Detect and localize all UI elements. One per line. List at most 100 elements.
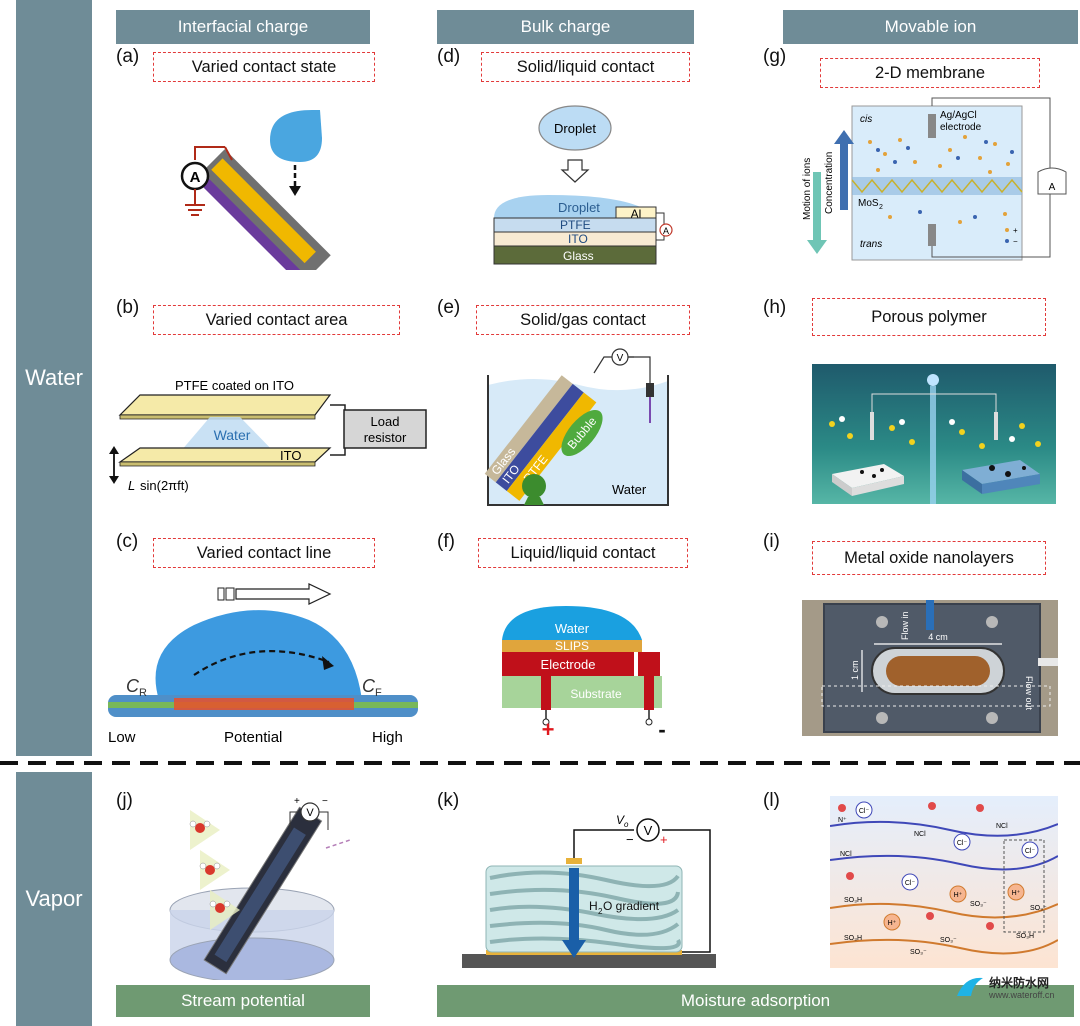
motion-function: sin(2πft) (140, 478, 189, 493)
water-label: Water (555, 621, 590, 636)
panel-label-g: (g) (763, 46, 787, 67)
low-label: Low (108, 729, 136, 746)
minus-label: − (626, 832, 634, 847)
header-interfacial-charge: Interfacial charge (116, 10, 370, 44)
panel-label-b: (b) (116, 297, 140, 318)
ito-label: ITO (280, 448, 301, 463)
cis-label: cis (860, 114, 872, 125)
plus-label: + (660, 832, 668, 847)
moving-droplet (155, 610, 362, 700)
load-label-1: Load (371, 414, 400, 429)
cr-label: C (126, 676, 140, 696)
panel-label-a: (a) (116, 46, 140, 67)
height-label: 1 cm (850, 660, 860, 680)
water-layer (502, 606, 642, 640)
header-label: Interfacial charge (177, 17, 309, 36)
figure-e-solid-gas: Glass ITO PTFE Bubble Water V (484, 348, 669, 506)
ammeter-label: A (190, 169, 201, 186)
voltmeter-label: V (306, 807, 314, 819)
arrow-down-icon (562, 940, 586, 958)
figure-a-droplet-contact: A (180, 110, 331, 270)
panel-label-i: (i) (763, 531, 780, 552)
figure-h-porous-polymer (812, 364, 1056, 504)
minus-label: - (658, 717, 665, 740)
slips-label: SLIPS (555, 639, 589, 653)
ammeter-label: A (1049, 182, 1056, 193)
figure-d-solid-liquid: Droplet Droplet Al PTFE ITO Glass A (493, 105, 673, 265)
h-ion-3: H⁺ (1012, 890, 1021, 897)
voltmeter-label: V (644, 823, 653, 838)
ncl-label: NCl (914, 831, 926, 838)
load-resistor (343, 409, 427, 449)
arrow-down-icon (109, 476, 119, 484)
cf-sub: F (375, 687, 382, 699)
vo-sub: o (624, 820, 629, 829)
so3-label: SO₃⁻ (970, 901, 987, 908)
header-bulk-charge: Bulk charge (437, 10, 694, 44)
header-movable-ion: Movable ion (783, 10, 1078, 44)
figure-l-ion-layers: Cl⁻ Cl⁻ Cl⁻ Cl⁻ N⁺ NCl NCl NCl H⁺ H⁺ H⁺ … (830, 796, 1058, 968)
panel-label-h: (h) (763, 297, 787, 318)
so3h-label: SO₃H (844, 897, 862, 904)
plus-legend: + (1013, 226, 1018, 235)
vo-label: V (616, 813, 625, 827)
figure-g-2d-membrane: cis trans Ag/AgCl electrode MoS 2 + − A … (802, 97, 1067, 261)
section-divider (0, 761, 1080, 765)
panel-title-c: Varied contact line (153, 538, 375, 568)
bulb-icon (927, 374, 939, 386)
fiber-block (485, 865, 683, 953)
plus-label: + (294, 796, 300, 807)
arrow-right-icon (235, 583, 332, 605)
sidebar-water-label: Water (25, 365, 83, 390)
width-label: 4 cm (928, 632, 948, 642)
ammeter-icon (659, 223, 673, 237)
ammeter-label: A (663, 226, 669, 236)
trans-label: trans (860, 239, 882, 250)
load-label-2: resistor (364, 430, 407, 445)
voltmeter-icon (636, 818, 660, 842)
minus-label: − (322, 796, 328, 807)
ptfe-label: PTFE (560, 218, 591, 232)
so3-label-3: SO₃⁻ (910, 949, 927, 956)
gradient-label-rest: O gradient (603, 899, 660, 913)
flow-out-label: Flow out (1024, 676, 1034, 711)
arrow-down-icon (289, 186, 301, 196)
panel-title-a: Varied contact state (153, 52, 375, 82)
so3h-label-2: SO₃H (844, 935, 862, 942)
electrode-label: Electrode (541, 657, 596, 672)
panel-title-g: 2-D membrane (820, 58, 1040, 88)
flow-in-label: Flow in (900, 611, 910, 640)
arrow-up-icon (109, 446, 119, 454)
panel-label-l: (l) (763, 790, 780, 811)
plus-label: + (542, 717, 555, 740)
ncl-label-2: NCl (996, 823, 1008, 830)
al-label: Al (631, 207, 642, 221)
watermark-url: www.wateroff.cn (989, 990, 1055, 1000)
panel-label-e: (e) (437, 297, 461, 318)
figure-j-stream-potential: V + − (169, 796, 351, 980)
minus-legend: − (1013, 237, 1018, 246)
potential-label: Potential (224, 729, 282, 746)
panel-title-d: Solid/liquid contact (481, 52, 690, 82)
gradient-label-sub: 2 (598, 907, 603, 916)
arrow-down-icon (807, 240, 827, 254)
h-ion-2: H⁺ (888, 920, 897, 927)
figure-c-contact-line: C R C F Low Potential High (108, 583, 418, 746)
ito-label: ITO (568, 232, 588, 246)
water-label: Water (612, 482, 647, 497)
droplet-shape (538, 105, 612, 151)
cl-ion: Cl⁻ (859, 808, 870, 815)
arrow-up-icon (834, 130, 854, 144)
droplet-top-label: Droplet (554, 121, 596, 136)
high-label: High (372, 729, 403, 746)
panel-title-f: Liquid/liquid contact (478, 538, 688, 568)
footer-label: Stream potential (181, 991, 305, 1010)
voltmeter-label: V (617, 353, 624, 364)
base-plate (462, 954, 716, 968)
footer-stream-potential: Stream potential (116, 985, 370, 1017)
sidebar-vapor: Vapor (16, 772, 92, 1026)
panel-title-b: Varied contact area (153, 305, 400, 335)
concentration-label: Concentration (824, 152, 835, 214)
watermark-name: 纳米防水网 (989, 976, 1050, 990)
cr-sub: R (139, 687, 147, 699)
